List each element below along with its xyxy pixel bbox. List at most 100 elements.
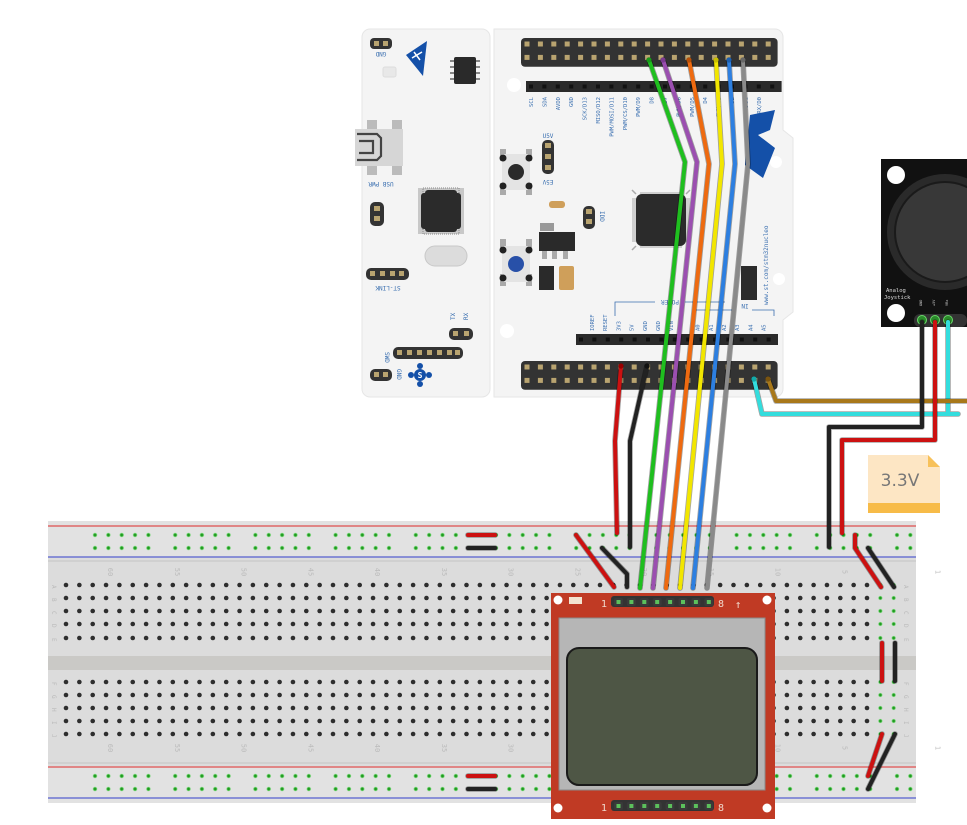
breadboard-hole[interactable] — [304, 608, 309, 614]
breadboard-hole[interactable] — [424, 621, 429, 627]
breadboard-hole[interactable] — [824, 608, 830, 614]
header-socket[interactable] — [529, 84, 533, 89]
power-rail-hole[interactable] — [453, 773, 459, 779]
header-pin[interactable] — [591, 364, 597, 370]
power-rail-hole[interactable] — [226, 532, 232, 538]
breadboard-hole[interactable] — [797, 679, 803, 685]
breadboard-hole[interactable] — [197, 635, 202, 641]
breadboard-hole[interactable] — [584, 582, 589, 588]
breadboard-hole[interactable] — [437, 692, 443, 698]
breadboard-hole[interactable] — [397, 582, 403, 588]
lcd-pin[interactable] — [616, 600, 621, 604]
breadboard-hole[interactable] — [517, 718, 523, 724]
lcd-pin[interactable] — [681, 804, 685, 808]
breadboard-hole[interactable] — [424, 731, 429, 737]
header-socket[interactable] — [646, 337, 650, 342]
wire-yellow[interactable] — [678, 58, 724, 590]
breadboard-hole[interactable] — [330, 731, 336, 737]
breadboard-hole[interactable] — [797, 635, 803, 641]
breadboard-hole[interactable] — [544, 679, 549, 685]
breadboard-hole[interactable] — [117, 731, 122, 737]
breadboard-hole[interactable] — [290, 679, 296, 685]
breadboard-hole[interactable] — [757, 582, 763, 588]
power-rail-hole[interactable] — [814, 786, 820, 792]
breadboard-hole[interactable] — [490, 635, 496, 641]
header-socket[interactable] — [726, 337, 731, 342]
breadboard-hole[interactable] — [63, 582, 69, 588]
breadboard-hole[interactable] — [103, 621, 109, 627]
breadboard-hole[interactable] — [330, 635, 336, 641]
header-pin[interactable] — [551, 54, 557, 60]
breadboard-hole[interactable] — [517, 595, 523, 601]
header-socket[interactable] — [770, 84, 775, 89]
power-rail-hole[interactable] — [814, 773, 820, 779]
power-rail-hole[interactable] — [894, 773, 900, 779]
power-rail-hole[interactable] — [279, 773, 285, 779]
breadboard-hole[interactable] — [157, 718, 162, 724]
wire-brown[interactable] — [766, 377, 967, 403]
power-rail-hole[interactable] — [894, 786, 900, 792]
breadboard-hole[interactable] — [370, 705, 376, 711]
breadboard-hole[interactable] — [544, 705, 549, 711]
power-rail-hole[interactable] — [854, 773, 860, 779]
power-rail-hole[interactable] — [787, 545, 793, 551]
header-pin[interactable] — [551, 364, 557, 370]
breadboard-hole[interactable] — [811, 705, 816, 711]
breadboard-hole[interactable] — [851, 718, 856, 724]
power-rail-hole[interactable] — [440, 786, 445, 792]
breadboard-hole[interactable] — [304, 718, 309, 724]
header-pin[interactable] — [738, 364, 744, 370]
header-pin[interactable] — [671, 41, 677, 47]
header-pin[interactable] — [591, 54, 597, 60]
wire-red-joystick-vcc[interactable] — [840, 320, 937, 535]
breadboard-hole[interactable] — [530, 718, 536, 724]
power-rail-hole[interactable] — [306, 773, 312, 779]
breadboard-hole[interactable] — [824, 731, 830, 737]
breadboard-hole[interactable] — [370, 718, 376, 724]
power-rail-hole[interactable] — [520, 773, 526, 779]
breadboard-hole[interactable] — [304, 705, 309, 711]
breadboard-hole[interactable] — [250, 679, 256, 685]
header-pin[interactable] — [631, 41, 637, 47]
breadboard-hole[interactable] — [223, 718, 229, 724]
lcd-pin[interactable] — [629, 804, 634, 808]
power-rail-hole[interactable] — [172, 545, 178, 551]
breadboard-hole[interactable] — [811, 621, 816, 627]
breadboard-hole[interactable] — [530, 731, 536, 737]
breadboard-hole[interactable] — [410, 718, 416, 724]
breadboard-hole[interactable] — [410, 679, 416, 685]
power-rail-hole[interactable] — [359, 532, 365, 538]
breadboard-hole[interactable] — [117, 608, 122, 614]
breadboard-hole[interactable] — [103, 635, 109, 641]
power-rail-hole[interactable] — [212, 786, 218, 792]
breadboard-hole[interactable] — [183, 692, 189, 698]
power-rail-hole[interactable] — [453, 786, 459, 792]
wire-gray[interactable] — [705, 58, 750, 590]
wire-purple[interactable] — [651, 58, 699, 590]
breadboard-hole[interactable] — [504, 692, 509, 698]
breadboard-hole[interactable] — [424, 635, 429, 641]
breadboard-hole[interactable] — [891, 621, 896, 627]
power-rail-hole[interactable] — [520, 532, 526, 538]
breadboard-hole[interactable] — [504, 595, 509, 601]
breadboard-hole[interactable] — [157, 731, 162, 737]
header-pin[interactable] — [551, 41, 557, 47]
power-rail-hole[interactable] — [119, 786, 125, 792]
joystick-knob[interactable] — [894, 181, 967, 283]
breadboard-hole[interactable] — [410, 582, 416, 588]
power-rail-hole[interactable] — [373, 545, 379, 551]
breadboard-hole[interactable] — [210, 692, 216, 698]
header-pin[interactable] — [658, 41, 664, 47]
breadboard-hole[interactable] — [477, 595, 483, 601]
breadboard-hole[interactable] — [838, 621, 843, 627]
breadboard-hole[interactable] — [477, 621, 483, 627]
breadboard-hole[interactable] — [143, 731, 149, 737]
breadboard-hole[interactable] — [197, 608, 202, 614]
power-rail-hole[interactable] — [506, 545, 512, 551]
breadboard-hole[interactable] — [544, 718, 549, 724]
breadboard-hole[interactable] — [864, 595, 870, 601]
power-rail-hole[interactable] — [172, 773, 178, 779]
breadboard-hole[interactable] — [197, 679, 202, 685]
breadboard-hole[interactable] — [344, 692, 349, 698]
breadboard-hole[interactable] — [197, 705, 202, 711]
